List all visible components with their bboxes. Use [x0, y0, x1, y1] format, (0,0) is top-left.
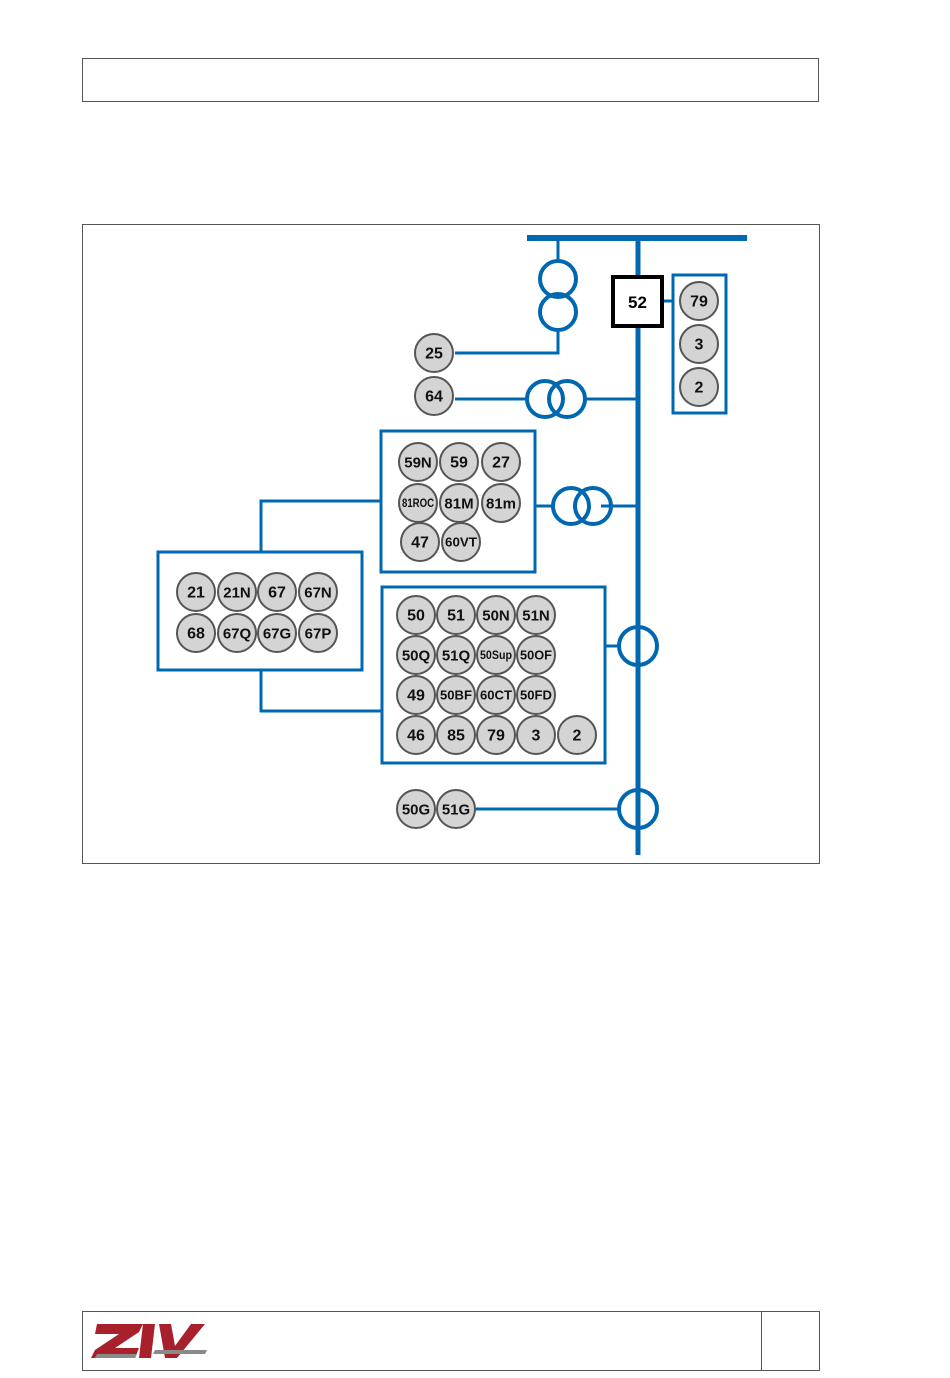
relay-voltage-59: 59: [440, 443, 478, 481]
relay-current-50of: 50OF: [517, 636, 555, 674]
relay-current-79: 79: [477, 716, 515, 754]
relay-current-3: 3: [517, 716, 555, 754]
relay-current-50n: 50N: [477, 596, 515, 634]
relay-voltage-60vt: 60VT: [442, 523, 480, 561]
relay-ground-ct-50g: 50G: [397, 790, 435, 828]
bus-vt-secondary-coil: [540, 294, 576, 330]
relay-current-60ct: 60CT: [477, 676, 515, 714]
relay-label: 51Q: [442, 647, 471, 664]
relay-distance-67q: 67Q: [218, 614, 256, 652]
relay-label: 51N: [522, 607, 550, 624]
relay-current-85: 85: [437, 716, 475, 754]
relay-ground-fault-64: 64: [415, 377, 453, 415]
distance-functions-box: [158, 552, 362, 670]
relay-recloser-2: 2: [680, 368, 718, 406]
relay-label: 67N: [304, 584, 332, 601]
relay-label: 2: [573, 728, 582, 745]
breaker-label: 52: [628, 293, 647, 312]
relay-label: 64: [425, 389, 443, 406]
relay-label: 81M: [444, 495, 473, 512]
relay-sync-25: 25: [415, 334, 453, 372]
relay-distance-67n: 67N: [299, 573, 337, 611]
relay-current-50fd: 50FD: [517, 676, 555, 714]
relay-label: 51: [447, 608, 465, 625]
relay-current-50bf: 50BF: [437, 676, 475, 714]
ground-vt-coil-b: [527, 381, 563, 417]
relay-current-46: 46: [397, 716, 435, 754]
relay-voltage-59n: 59N: [399, 443, 437, 481]
relay-recloser-79: 79: [680, 282, 718, 320]
sync-check-wire: [455, 330, 558, 353]
relay-label: 67Q: [223, 625, 252, 642]
relay-current-51q: 51Q: [437, 636, 475, 674]
circuit-breaker-52: 52: [613, 277, 662, 326]
relay-label: 50OF: [520, 648, 552, 663]
relay-current-51: 51: [437, 596, 475, 634]
relay-label: 49: [407, 688, 425, 705]
relay-label: 3: [532, 728, 541, 745]
relay-distance-21n: 21N: [218, 573, 256, 611]
relay-label: 81ROC: [402, 496, 434, 510]
relay-ground-ct-51g: 51G: [437, 790, 475, 828]
relay-voltage-81m: 81m: [482, 484, 520, 522]
relay-current-50: 50: [397, 596, 435, 634]
relay-label: 25: [425, 346, 443, 363]
relay-label: 59N: [404, 454, 432, 471]
relay-distance-67p: 67P: [299, 614, 337, 652]
relay-current-2: 2: [558, 716, 596, 754]
relay-label: 50G: [402, 801, 430, 818]
relay-label: 79: [690, 294, 708, 311]
relay-voltage-47: 47: [401, 523, 439, 561]
relay-voltage-81roc: 81ROC: [399, 484, 437, 522]
relay-distance-67g: 67G: [258, 614, 296, 652]
relay-label: 51G: [442, 801, 470, 818]
relay-label: 68: [187, 626, 205, 643]
relay-label: 79: [487, 728, 505, 745]
relay-label: 50Sup: [480, 648, 512, 662]
relay-label: 50: [407, 608, 425, 625]
relay-label: 2: [695, 380, 704, 397]
relay-distance-68: 68: [177, 614, 215, 652]
relay-voltage-81m: 81M: [440, 484, 478, 522]
relay-label: 47: [411, 535, 429, 552]
relay-label: 60VT: [445, 535, 477, 550]
relay-current-50q: 50Q: [397, 636, 435, 674]
relay-label: 85: [447, 728, 465, 745]
relay-recloser-3: 3: [680, 325, 718, 363]
bus-vt-primary-coil: [540, 261, 576, 297]
relay-distance-21: 21: [177, 573, 215, 611]
line-vt-coil-b: [553, 488, 589, 524]
relay-label: 50BF: [440, 688, 472, 703]
relay-label: 50N: [482, 607, 510, 624]
relay-label: 67G: [263, 625, 291, 642]
relay-current-49: 49: [397, 676, 435, 714]
relay-current-50sup: 50Sup: [477, 636, 515, 674]
ziv-logo-mark: [91, 1322, 211, 1362]
relay-label: 60CT: [480, 688, 512, 703]
relay-current-51n: 51N: [517, 596, 555, 634]
relay-label: 81m: [486, 495, 516, 512]
relay-label: 46: [407, 728, 425, 745]
distance-voltage-link: [261, 501, 381, 552]
relay-label: 67: [268, 585, 286, 602]
relay-label: 3: [695, 337, 704, 354]
page-number-cell: [762, 1312, 819, 1370]
relay-label: 50FD: [520, 688, 552, 703]
relay-label: 27: [492, 455, 510, 472]
ground-vt-coil-a: [549, 381, 585, 417]
relay-label: 21N: [223, 584, 251, 601]
distance-current-link: [261, 670, 381, 711]
relay-distance-67: 67: [258, 573, 296, 611]
header-box: [82, 58, 819, 102]
diagram-canvas: 79 3 2 25 64 59N 59 27 81ROC 81M 81m 47 60VT 21 21N 67 6…: [83, 225, 821, 865]
single-line-diagram: 79 3 2 25 64 59N 59 27 81ROC 81M 81m 47 60VT 21 21N 67 6…: [82, 224, 820, 864]
relay-label: 21: [187, 585, 205, 602]
ziv-logo: [91, 1322, 211, 1367]
relay-label: 67P: [305, 625, 332, 642]
relay-label: 50Q: [402, 647, 431, 664]
relay-voltage-27: 27: [482, 443, 520, 481]
relay-label: 59: [450, 455, 468, 472]
page-footer: [82, 1311, 820, 1371]
